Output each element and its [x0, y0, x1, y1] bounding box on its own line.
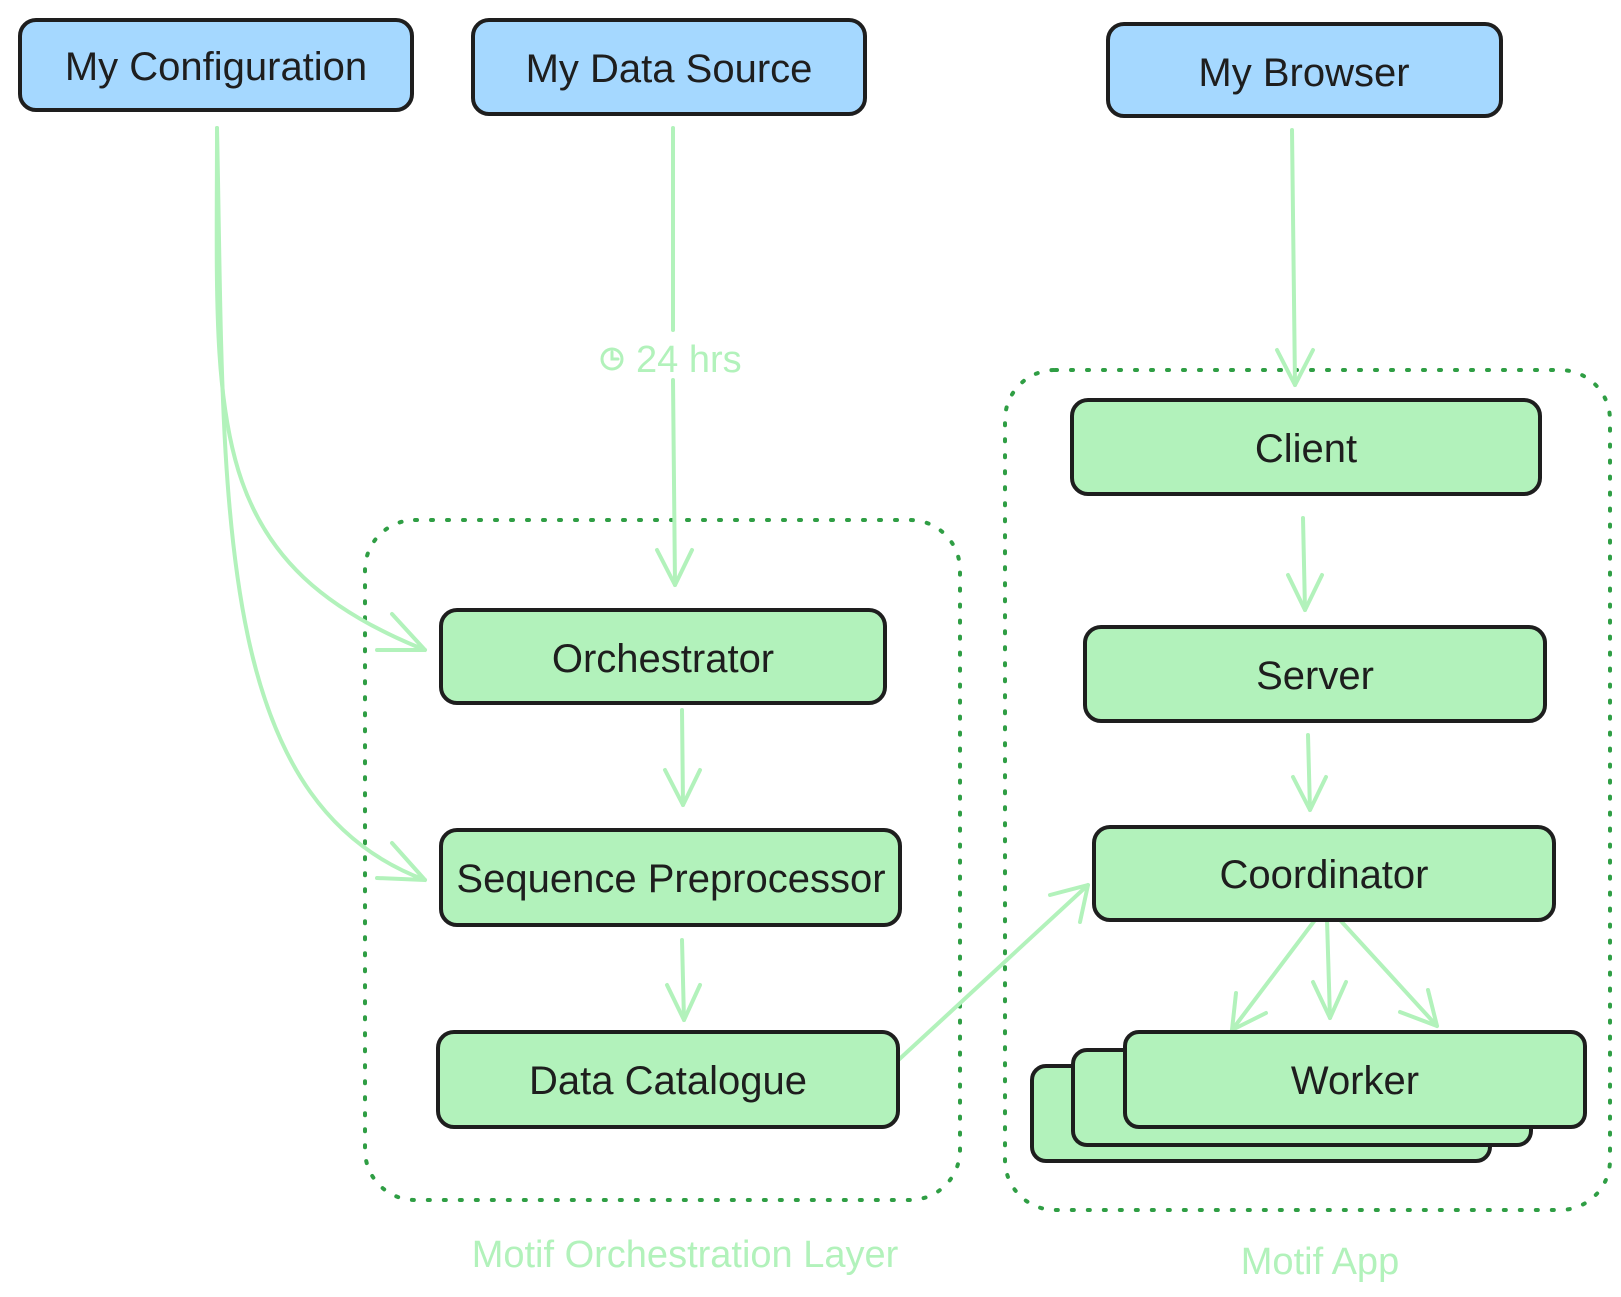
node-label: Client	[1255, 427, 1357, 471]
node-label: My Data Source	[526, 47, 813, 91]
node-client: Client	[1070, 398, 1542, 496]
node-label: My Browser	[1198, 51, 1409, 95]
node-label: Worker	[1291, 1059, 1419, 1103]
edge-catalogue-to-coordinator	[891, 883, 1090, 1067]
node-label: Coordinator	[1219, 853, 1428, 897]
node-worker-stack: Worker	[1030, 1030, 1587, 1163]
clock-icon	[600, 347, 624, 371]
group-label-app: Motif App	[1241, 1241, 1399, 1283]
edge-browser-to-client	[1275, 128, 1315, 387]
edge-label-schedule: 24 hrs	[600, 339, 742, 381]
edge-configuration-to-preprocessor	[215, 126, 427, 882]
node-data-catalogue: Data Catalogue	[436, 1030, 900, 1129]
node-coordinator: Coordinator	[1092, 825, 1556, 922]
node-my-browser: My Browser	[1106, 22, 1503, 118]
edge-coordinator-to-workers	[1230, 918, 1439, 1032]
node-orchestrator: Orchestrator	[439, 608, 887, 705]
edge-client-to-server	[1286, 516, 1324, 612]
edge-preprocessor-to-catalogue	[665, 938, 702, 1022]
clock-hands	[610, 350, 620, 361]
schedule-label: 24 hrs	[636, 339, 742, 381]
worker-card-front	[1123, 1030, 1587, 1129]
node-label: My Configuration	[65, 45, 367, 89]
node-label: Server	[1256, 654, 1374, 698]
orchestration-layer-group	[363, 518, 962, 1202]
node-server: Server	[1083, 625, 1547, 723]
node-sequence-preprocessor: Sequence Preprocessor	[439, 828, 902, 927]
node-label: Sequence Preprocessor	[456, 857, 885, 901]
node-label: Orchestrator	[552, 637, 774, 681]
edge-configuration-to-orchestrator	[214, 126, 427, 652]
app-group	[1003, 368, 1612, 1212]
edge-server-to-coordinator	[1291, 733, 1328, 812]
group-label-orchestration-layer: Motif Orchestration Layer	[472, 1234, 899, 1276]
node-label: Data Catalogue	[529, 1059, 807, 1103]
edge-orchestrator-to-preprocessor	[663, 708, 702, 807]
node-my-configuration: My Configuration	[18, 18, 414, 112]
node-my-data-source: My Data Source	[471, 18, 867, 116]
edge-datasource-to-orchestrator	[655, 126, 694, 587]
